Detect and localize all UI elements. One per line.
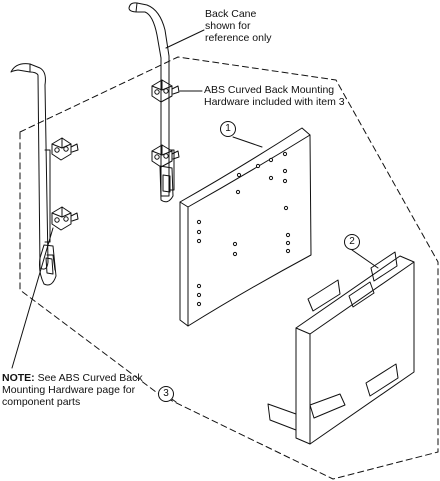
item-1-balloon	[220, 121, 236, 137]
back-cane-callout-line-1: Back Cane	[205, 8, 257, 20]
middle-lower-mount-bracket	[151, 144, 180, 168]
note-line-1: See ABS Curved Back	[37, 372, 143, 384]
item-2-leader	[351, 249, 379, 269]
note-prefix: NOTE:	[2, 372, 35, 384]
item-number-3: 3	[163, 388, 169, 399]
middle-upper-mount-bracket	[151, 79, 180, 103]
assembly-boundary	[19, 56, 439, 480]
item-number-1: 1	[225, 123, 231, 134]
item-2-balloon	[344, 234, 360, 250]
note-leader-line	[11, 227, 54, 369]
left-hook-plate	[39, 244, 57, 286]
mounting-hardware-callout: ABS Curved Back Mounting Hardware includ…	[204, 84, 345, 108]
back-cushion	[267, 249, 415, 445]
item-number-2: 2	[349, 236, 355, 247]
note-line-2: Mounting Hardware page for	[2, 384, 136, 396]
left-back-cane	[10, 63, 56, 271]
middle-hook-plate	[159, 165, 174, 203]
back-cane-callout-line-2: shown for	[205, 20, 251, 32]
item-1-leader	[232, 136, 263, 148]
back-cane-leader-line	[165, 29, 205, 49]
back-cane-callout-line-3: reference only	[205, 32, 272, 44]
left-upper-mount-bracket	[51, 137, 79, 161]
shell-mounting-holes	[196, 151, 291, 307]
note-line-3: component parts	[2, 396, 81, 408]
hook-loop-strips	[267, 251, 399, 431]
mounting-hardware-callout-line-1: ABS Curved Back Mounting	[204, 84, 335, 96]
middle-back-cane	[128, 2, 175, 197]
curved-back-shell	[179, 127, 312, 327]
left-lower-mount-bracket	[51, 206, 79, 231]
note-callout: NOTE: See ABS Curved Back Mounting Hardw…	[2, 372, 143, 408]
back-cane-callout: Back Cane shown for reference only	[205, 8, 272, 44]
item-3-balloon	[158, 386, 174, 402]
mounting-hardware-callout-line-2: Hardware included with item 3	[204, 96, 345, 108]
